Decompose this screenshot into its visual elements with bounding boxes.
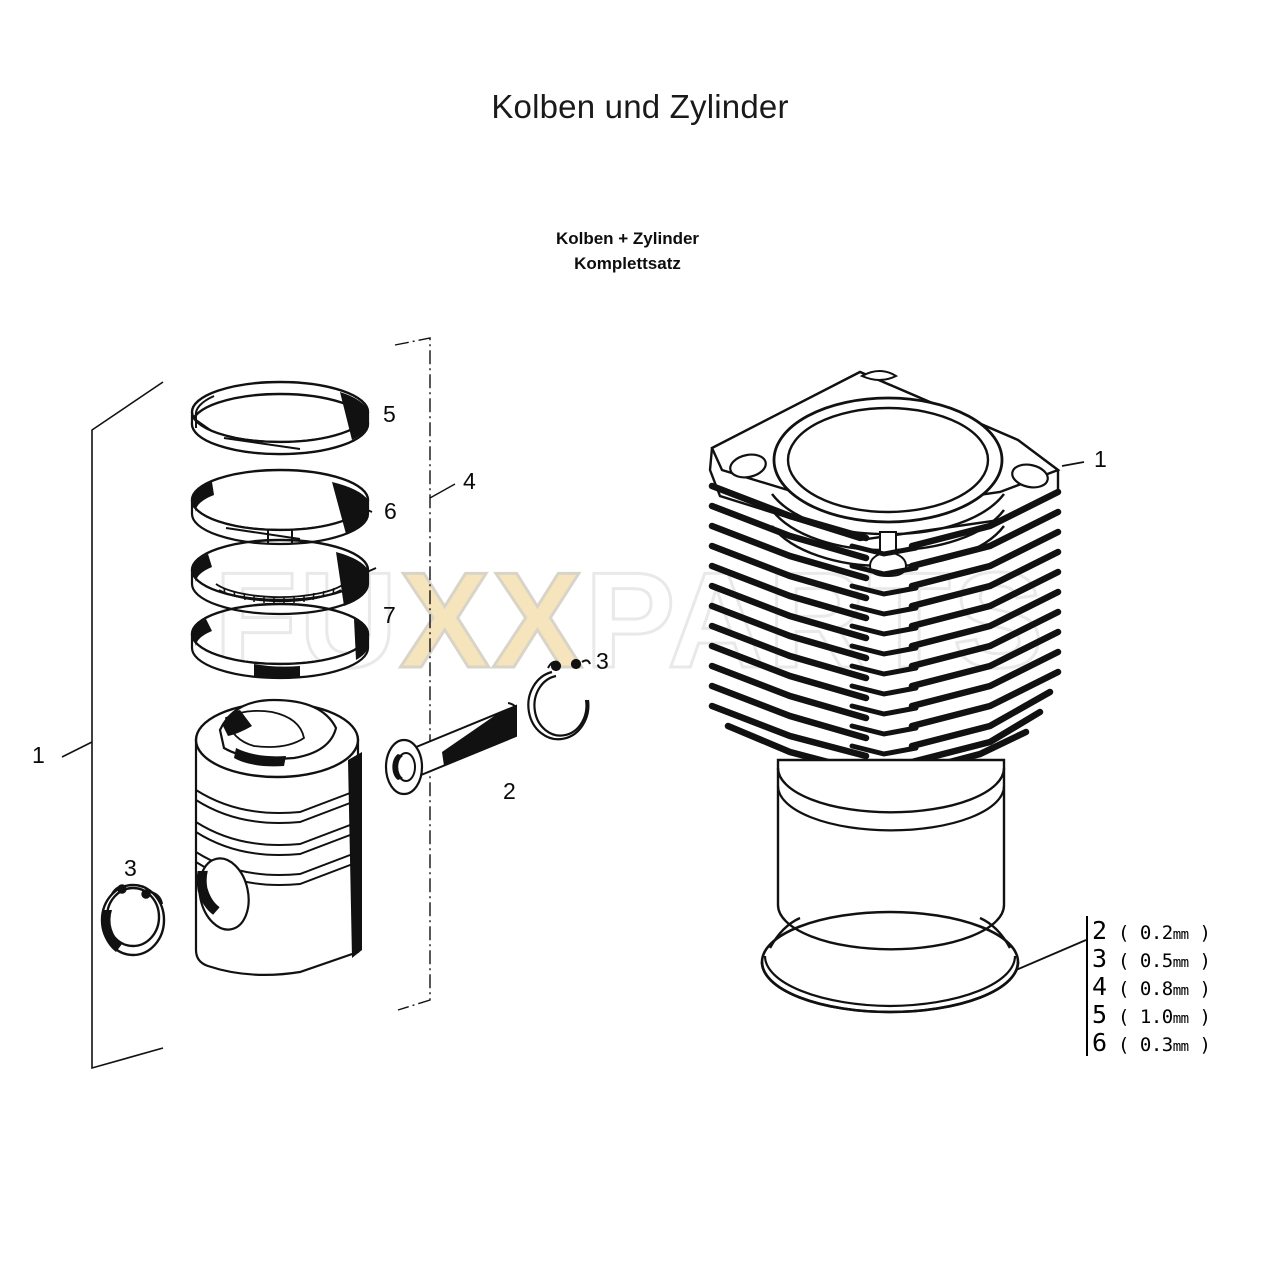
cylinder-skirt — [776, 758, 1006, 951]
callout-3-circlip-right: 3 — [596, 648, 609, 674]
legend-thickness: 0.2 — [1139, 922, 1173, 944]
legend-row: 4 ( 0.8mm ) — [1092, 972, 1211, 1001]
leader-cylinder-1 — [1061, 461, 1085, 467]
legend-number: 5 — [1092, 1000, 1108, 1029]
fins-left — [708, 482, 870, 776]
wrist-pin — [384, 702, 517, 796]
circlip-right — [527, 658, 591, 741]
callout-3-circlip-left: 3 — [124, 855, 137, 881]
legend-value: ( 0.5mm ) — [1118, 950, 1211, 972]
legend-row: 6 ( 0.3mm ) — [1092, 1028, 1211, 1057]
cylinder-base-shim-ring — [760, 910, 1020, 1014]
callout-4-ring-set: 4 — [463, 468, 476, 494]
legend-unit: mm — [1172, 983, 1189, 999]
piston-ring-top — [190, 380, 370, 456]
legend-row: 3 ( 0.5mm ) — [1092, 944, 1211, 973]
piston-ring-second — [190, 468, 370, 546]
legend-unit: mm — [1172, 1011, 1189, 1027]
piston-ring-lower — [190, 602, 370, 680]
legend-unit: mm — [1172, 1039, 1189, 1055]
shim-thickness-legend: 2 ( 0.2mm ) 3 ( 0.5mm ) 4 ( 0.8mm ) 5 ( … — [1092, 916, 1211, 1057]
legend-thickness: 0.8 — [1139, 978, 1173, 1000]
legend-bracket-bar — [1086, 916, 1088, 1056]
legend-thickness: 0.5 — [1139, 950, 1173, 972]
subtitle-line-2: Komplettsatz — [574, 254, 681, 273]
legend-unit: mm — [1172, 927, 1189, 943]
legend-value: ( 1.0mm ) — [1118, 1006, 1211, 1028]
page-title: Kolben und Zylinder — [491, 88, 789, 125]
ring-set-bracket-4 — [394, 337, 456, 1011]
leader-ring-6a — [353, 503, 373, 513]
legend-value: ( 0.2mm ) — [1118, 922, 1211, 944]
legend-number: 4 — [1092, 972, 1108, 1001]
callout-1-assembly: 1 — [32, 742, 45, 768]
leader-ring-6b — [357, 567, 377, 577]
legend-number: 3 — [1092, 944, 1108, 973]
subtitle-line-1: Kolben + Zylinder — [555, 229, 700, 248]
legend-number: 2 — [1092, 916, 1108, 945]
piston-ring-oil-scraper — [190, 538, 370, 616]
fins-right — [908, 488, 1062, 776]
legend-row: 5 ( 1.0mm ) — [1092, 1000, 1211, 1029]
circlip-left — [100, 883, 166, 957]
diagram-subtitle: Kolben + Zylinder Komplettsatz — [0, 226, 1255, 276]
legend-number: 6 — [1092, 1028, 1108, 1057]
legend-value: ( 0.8mm ) — [1118, 978, 1211, 1000]
callout-7-ring-oil: 7 — [383, 602, 396, 628]
legend-thickness: 1.0 — [1139, 1006, 1173, 1028]
piston-ring-top-gap — [262, 382, 276, 389]
callout-5-ring-top: 5 — [383, 401, 396, 427]
legend-row: 2 ( 0.2mm ) — [1092, 916, 1211, 945]
leader-lines — [353, 461, 1087, 971]
legend-unit: mm — [1172, 955, 1189, 971]
callout-2-wrist-pin: 2 — [503, 778, 516, 804]
assembly-bracket-1 — [61, 381, 164, 1070]
legend-value: ( 0.3mm ) — [1118, 1034, 1211, 1056]
callout-1-cylinder: 1 — [1094, 446, 1107, 472]
callout-6-ring: 6 — [384, 498, 397, 524]
piston-body — [194, 698, 362, 976]
legend-thickness: 0.3 — [1139, 1034, 1173, 1056]
leader-shim — [1015, 939, 1087, 971]
